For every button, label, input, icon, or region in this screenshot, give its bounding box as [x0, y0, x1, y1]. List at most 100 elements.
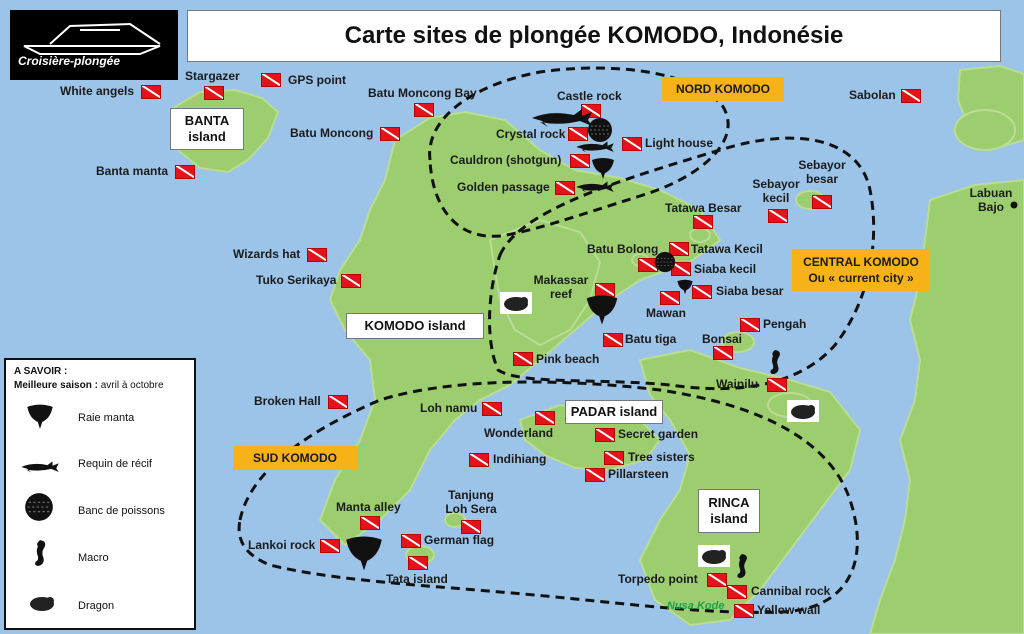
central-region-name: CENTRAL KOMODO: [803, 255, 919, 269]
site-wainilu-label: Wainilu: [716, 377, 759, 391]
site-light-house-label: Light house: [645, 136, 713, 150]
site-tree-sisters-flag[interactable]: [604, 451, 624, 465]
site-tree-sisters-label: Tree sisters: [628, 450, 695, 464]
site-cauldron-flag[interactable]: [570, 154, 590, 168]
reef-shark-icon: [21, 461, 59, 473]
brand-logo[interactable]: Croisière-plongée: [10, 10, 178, 80]
site-siaba-kecil-label: Siaba kecil: [694, 262, 757, 276]
labuan-bajo-line2: Bajo: [977, 200, 1004, 214]
site-batu-tiga-flag[interactable]: [603, 333, 623, 347]
site-banta-manta-flag[interactable]: [175, 165, 195, 179]
site-bonsai-flag[interactable]: [713, 346, 733, 360]
site-gps-point-flag[interactable]: [261, 73, 281, 87]
site-loh-namu-flag[interactable]: [482, 402, 502, 416]
site-tatawa-besar-flag[interactable]: [693, 215, 713, 229]
site-pengah-flag[interactable]: [740, 318, 760, 332]
rinca-island-suffix: island: [710, 511, 748, 526]
site-wonderland-label: Wonderland: [484, 426, 554, 440]
site-manta-alley-label: Manta alley: [336, 500, 401, 514]
site-stargazer-flag[interactable]: [204, 86, 224, 100]
site-pengah-label: Pengah: [763, 317, 807, 331]
site-golden-passage-flag[interactable]: [555, 181, 575, 195]
komodo-island-label: KOMODO island: [346, 313, 484, 339]
site-sebayor-kecil-flag[interactable]: [768, 209, 788, 223]
brand-logo-text: Croisière-plongée: [18, 54, 121, 68]
site-batu-moncong-flag[interactable]: [380, 127, 400, 141]
site-makassar-reef-line1: Makassar: [533, 273, 589, 287]
site-tata-island-label: Tata island: [386, 572, 448, 586]
banta-island-label: BANTA island: [170, 108, 244, 150]
site-wainilu-flag[interactable]: [767, 378, 787, 392]
site-tata-island-flag[interactable]: [408, 556, 428, 570]
site-sabolan-flag[interactable]: [901, 89, 921, 103]
fish-school-icon: [25, 493, 53, 521]
site-crystal-rock-flag[interactable]: [568, 127, 588, 141]
site-lankoi-rock-flag[interactable]: [320, 539, 340, 553]
site-german-flag-flag[interactable]: [401, 534, 421, 548]
site-golden-passage-label: Golden passage: [457, 180, 550, 194]
padar-island-label: PADAR island: [565, 400, 663, 424]
map-legend: A SAVOIR : Meilleure saison : avril à oc…: [4, 358, 196, 630]
site-tatawa-kecil-flag[interactable]: [669, 242, 689, 256]
nord-region-label: NORD KOMODO: [662, 77, 784, 101]
reef-shark-icon: [576, 141, 614, 153]
labuan-bajo-label: Labuan Bajo: [963, 186, 1019, 214]
legend-item-label: Dragon: [78, 600, 115, 612]
site-yellow-wall-flag[interactable]: [734, 604, 754, 618]
site-tuko-serikaya-flag[interactable]: [341, 274, 361, 288]
site-batu-tiga-label: Batu tiga: [625, 332, 677, 346]
komodo-dragon-icon: [500, 292, 532, 314]
site-light-house-flag[interactable]: [622, 137, 642, 151]
site-stargazer-label: Stargazer: [185, 69, 240, 83]
reef-shark-icon: [532, 109, 592, 127]
site-wizards-hat-flag[interactable]: [307, 248, 327, 262]
flores-mainland-land: [868, 178, 1024, 634]
site-white-angels-flag[interactable]: [141, 85, 161, 99]
site-batu-bolong-label: Batu Bolong: [587, 242, 659, 256]
central-region-label: CENTRAL KOMODO Ou « current city »: [792, 249, 930, 291]
fish-school-icon: [654, 251, 676, 273]
sud-region-label: SUD KOMODO: [233, 446, 357, 470]
site-torpedo-point-flag[interactable]: [707, 573, 727, 587]
site-sabolan-label: Sabolan: [849, 88, 896, 102]
site-bonsai-label: Bonsai: [702, 332, 743, 346]
site-mawan-flag[interactable]: [660, 291, 680, 305]
site-tanjung-loh-sera-flag[interactable]: [461, 520, 481, 534]
site-mawan-label: Mawan: [646, 306, 687, 320]
site-german-flag-label: German flag: [424, 533, 495, 547]
site-pillarsteen-flag[interactable]: [585, 468, 605, 482]
site-crystal-rock-label: Crystal rock: [496, 127, 566, 141]
site-indihiang-label: Indihiang: [493, 452, 547, 466]
labuan-bajo-dot: [1010, 201, 1018, 209]
seahorse-icon: [737, 554, 747, 578]
site-batu-moncong-label: Batu Moncong: [290, 126, 374, 140]
site-manta-alley-flag[interactable]: [360, 516, 380, 530]
site-sebayor-kecil-label: Sebayor kecil: [748, 177, 804, 205]
site-broken-hall-flag[interactable]: [328, 395, 348, 409]
site-indihiang-flag[interactable]: [469, 453, 489, 467]
site-sebayor-besar-label: Sebayor besar: [795, 158, 849, 186]
legend-season: Meilleure saison : avril à octobre: [14, 380, 164, 391]
site-makassar-reef-line2: reef: [549, 287, 572, 301]
site-sebayor-besar-flag[interactable]: [812, 195, 832, 209]
site-batu-moncong-bay-label: Batu Moncong Bay: [368, 86, 477, 100]
site-siaba-besar-label: Siaba besar: [716, 284, 784, 298]
site-castle-rock-label: Castle rock: [557, 89, 622, 103]
site-wonderland-flag[interactable]: [535, 411, 555, 425]
site-sebayor-besar-line1: Sebayor: [798, 158, 846, 172]
site-banta-manta-label: Banta manta: [96, 164, 169, 178]
yacht-icon: [23, 22, 161, 55]
site-cauldron-label: Cauldron (shotgun): [450, 153, 562, 167]
site-siaba-besar-flag[interactable]: [692, 285, 712, 299]
site-tatawa-kecil-label: Tatawa Kecil: [691, 242, 763, 256]
labuan-bajo-line1: Labuan: [969, 186, 1013, 200]
site-pink-beach-flag[interactable]: [513, 352, 533, 366]
site-broken-hall-label: Broken Hall: [254, 394, 321, 408]
site-batu-moncong-bay-flag[interactable]: [414, 103, 434, 117]
site-tuko-serikaya-label: Tuko Serikaya: [256, 273, 337, 287]
manta-ray-icon: [677, 279, 693, 295]
site-cannibal-rock-flag[interactable]: [727, 585, 747, 599]
manta-ray-icon: [346, 536, 382, 571]
banta-island-name: BANTA: [184, 113, 230, 128]
site-secret-garden-flag[interactable]: [595, 428, 615, 442]
